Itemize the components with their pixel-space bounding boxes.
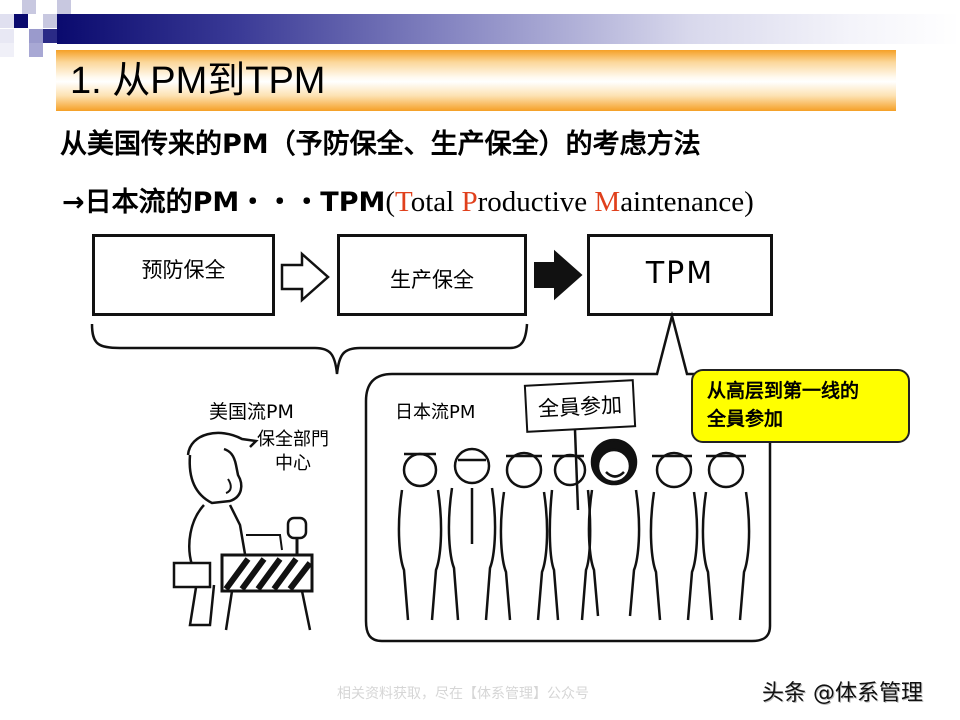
japanese-pm-label: 日本流PM <box>395 402 476 423</box>
productive-maintenance-box: 生产保全 <box>337 234 527 316</box>
letter-p: P <box>461 186 478 218</box>
solid-arrow-icon <box>534 249 583 301</box>
intro-line: 从美国传来的PM（予防保全、生产保全）的考虑方法 <box>60 129 701 160</box>
maintenance-dept-caption: 保全部門 中心 <box>257 429 329 474</box>
grouping-brace <box>90 323 529 375</box>
corner-decoration <box>0 0 72 60</box>
tpm-prefix: →日本流的PM・・・TPM <box>62 187 386 218</box>
letter-m: M <box>594 186 621 218</box>
american-pm-label: 美国流PM <box>209 401 294 423</box>
footer-watermark: 相关资料获取，尽在【体系管理】公众号 <box>337 686 589 702</box>
slide-title: 1. 从PM到TPM <box>70 60 326 102</box>
hollow-arrow-icon <box>280 251 330 303</box>
title-bar <box>56 50 896 111</box>
tpm-box: TPM <box>587 234 773 316</box>
tpm-definition-line: →日本流的PM・・・TPM(Total Productive Maintenan… <box>62 186 754 218</box>
maintenance-worker-illustration <box>172 431 314 631</box>
all-participation-sign: 全員参加 <box>523 379 637 433</box>
japanese-pm-bubble <box>364 311 772 643</box>
preventive-maintenance-box: 预防保全 <box>92 234 275 316</box>
all-participation-callout: 从高层到第一线的 全員参加 <box>691 369 910 443</box>
header-gradient-band <box>57 14 960 44</box>
letter-t: T <box>395 186 411 218</box>
footer-brand: 头条 @体系管理 <box>762 681 923 706</box>
worker-group-illustration <box>397 429 751 621</box>
